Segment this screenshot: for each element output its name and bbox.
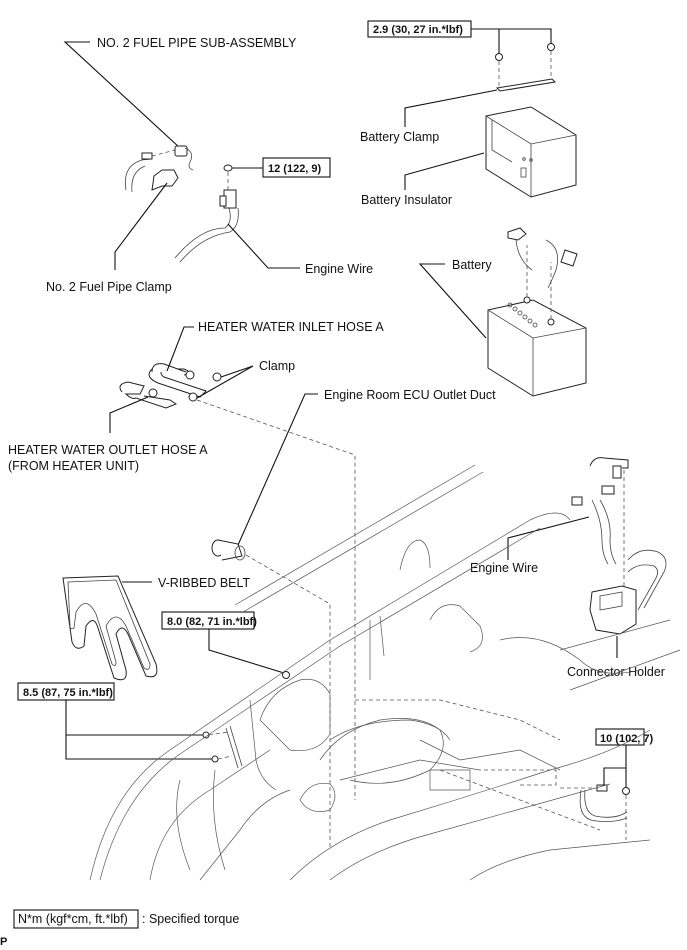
battery-insulator: Battery Insulator [361, 106, 577, 207]
torque-box-ecu-duct [161, 611, 255, 630]
battery-label: Battery [452, 258, 492, 272]
battery: Battery [418, 227, 587, 397]
torque-ecu-duct-bolt: 8.0 (82, 71 in.*lbf) [167, 616, 257, 628]
torque-ground-bolts: 10 (102, 7) [600, 733, 654, 745]
ecu-outlet-duct: Engine Room ECU Outlet Duct 8.0 (82, 71 … [161, 388, 496, 679]
v-ribbed-belt: V-RIBBED BELT [62, 575, 251, 681]
engine-wire-right-label: Engine Wire [470, 561, 538, 575]
engine-bay-illustration [89, 464, 681, 881]
fuel-pipe-sub-assembly: NO. 2 FUEL PIPE SUB-ASSEMBLY [63, 36, 297, 193]
legend-description: : Specified torque [142, 912, 239, 926]
torque-box-engine-wire [262, 157, 331, 178]
torque-bracket-bolts: 8.5 (87, 75 in.*lbf) [23, 687, 113, 699]
connector-holder-label: Connector Holder [567, 665, 665, 679]
heater-inlet-hose-label: HEATER WATER INLET HOSE A [198, 320, 384, 334]
footer-mark: P [0, 936, 7, 948]
heater-hoses: HEATER WATER INLET HOSE A Clamp HEATER W… [8, 320, 384, 680]
v-ribbed-belt-label: V-RIBBED BELT [158, 576, 251, 590]
heater-outlet-hose-label-line1: HEATER WATER OUTLET HOSE A [8, 443, 208, 457]
engine-wire-top: 12 (122, 9) Engine Wire [174, 157, 373, 276]
fuel-pipe-clamp-label: No. 2 Fuel Pipe Clamp [46, 280, 172, 294]
torque-battery-clamp-nut: 2.9 (30, 27 in.*lbf) [373, 24, 463, 36]
bracket-bolts: 8.5 (87, 75 in.*lbf) [17, 682, 243, 769]
fuel-pipe-clamp: No. 2 Fuel Pipe Clamp [46, 169, 179, 294]
battery-clamp-label: Battery Clamp [360, 130, 439, 144]
torque-legend: N*m (kgf*cm, ft.*lbf) : Specified torque [13, 909, 239, 929]
torque-engine-wire-nut: 12 (122, 9) [268, 163, 322, 175]
clamp-label: Clamp [259, 359, 295, 373]
heater-outlet-hose-label-line2: (FROM HEATER UNIT) [8, 459, 139, 473]
torque-box-ground [595, 728, 645, 746]
engine-wire-top-label: Engine Wire [305, 262, 373, 276]
fuel-pipe-sub-assembly-label: NO. 2 FUEL PIPE SUB-ASSEMBLY [97, 36, 297, 50]
legend-unit-text: N*m (kgf*cm, ft.*lbf) [18, 912, 128, 926]
battery-insulator-label: Battery Insulator [361, 193, 452, 207]
ecu-outlet-duct-label: Engine Room ECU Outlet Duct [324, 388, 496, 402]
connector-holder: Connector Holder [567, 549, 667, 679]
legend-unit-box [13, 909, 139, 929]
battery-clamp: 2.9 (30, 27 in.*lbf) Battery Clamp [360, 20, 557, 144]
engine-wire-right: Engine Wire [470, 457, 629, 590]
